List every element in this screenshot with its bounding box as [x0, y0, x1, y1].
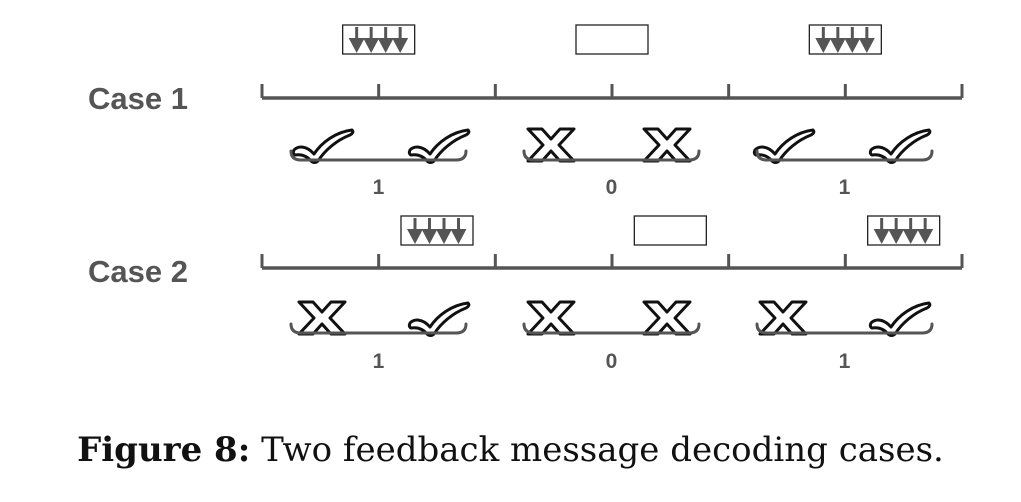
decoded-bit-label: 0 — [606, 350, 618, 373]
brace — [755, 149, 934, 162]
down-arrow-icon — [363, 27, 380, 53]
signal-box-arrows — [808, 24, 882, 55]
case-2: Case 2 1 0 1 — [88, 215, 964, 373]
figure-caption: Figure 8: Two feedback message decoding … — [0, 430, 1021, 470]
signal-box-arrows — [342, 24, 416, 55]
down-arrow-icon — [858, 27, 875, 53]
check-icon — [752, 128, 816, 164]
brace — [522, 322, 701, 335]
cross-icon — [642, 300, 692, 336]
down-arrow-icon — [407, 218, 423, 244]
check-icon — [407, 301, 471, 337]
decoded-bit-label: 1 — [839, 350, 851, 373]
down-arrow-icon — [815, 27, 832, 53]
down-arrow-icon — [844, 27, 861, 53]
decoded-bit-label: 1 — [373, 350, 385, 373]
cross-icon — [526, 300, 576, 336]
down-arrow-icon — [348, 27, 365, 53]
timeline — [260, 84, 964, 100]
down-arrow-icon — [829, 27, 846, 53]
down-arrow-icon — [450, 218, 467, 244]
brace — [755, 322, 934, 335]
down-arrow-icon — [377, 27, 394, 53]
down-arrow-icon — [436, 218, 452, 244]
timeline — [260, 254, 964, 270]
case-label: Case 2 — [88, 254, 188, 289]
brace — [522, 149, 701, 162]
cross-icon — [526, 127, 576, 163]
down-arrow-icon — [917, 218, 934, 244]
caption-text: Two feedback message decoding cases. — [261, 430, 944, 470]
check-icon — [291, 128, 355, 164]
signal-box-arrows — [400, 215, 474, 246]
check-icon — [407, 128, 471, 164]
signal-box-arrows — [867, 215, 941, 246]
signal-box-empty — [575, 24, 649, 55]
down-arrow-icon — [873, 218, 890, 244]
cross-icon — [297, 300, 347, 336]
down-arrow-icon — [888, 218, 905, 244]
brace — [289, 322, 468, 335]
down-arrow-icon — [902, 218, 919, 244]
brace — [289, 149, 468, 162]
decoded-bit-label: 1 — [839, 176, 851, 199]
case-label: Case 1 — [88, 81, 188, 116]
down-arrow-icon — [421, 218, 438, 244]
decoded-bit-label: 1 — [373, 176, 385, 199]
decoded-bit-label: 0 — [606, 176, 618, 199]
cross-icon — [758, 300, 808, 336]
down-arrow-icon — [392, 27, 409, 53]
caption-prefix: Figure 8: — [77, 430, 251, 470]
case-1: Case 1 1 0 1 — [88, 24, 964, 199]
check-icon — [868, 128, 932, 164]
cross-icon — [642, 127, 692, 163]
check-icon — [868, 301, 932, 337]
signal-box-empty — [633, 215, 707, 246]
